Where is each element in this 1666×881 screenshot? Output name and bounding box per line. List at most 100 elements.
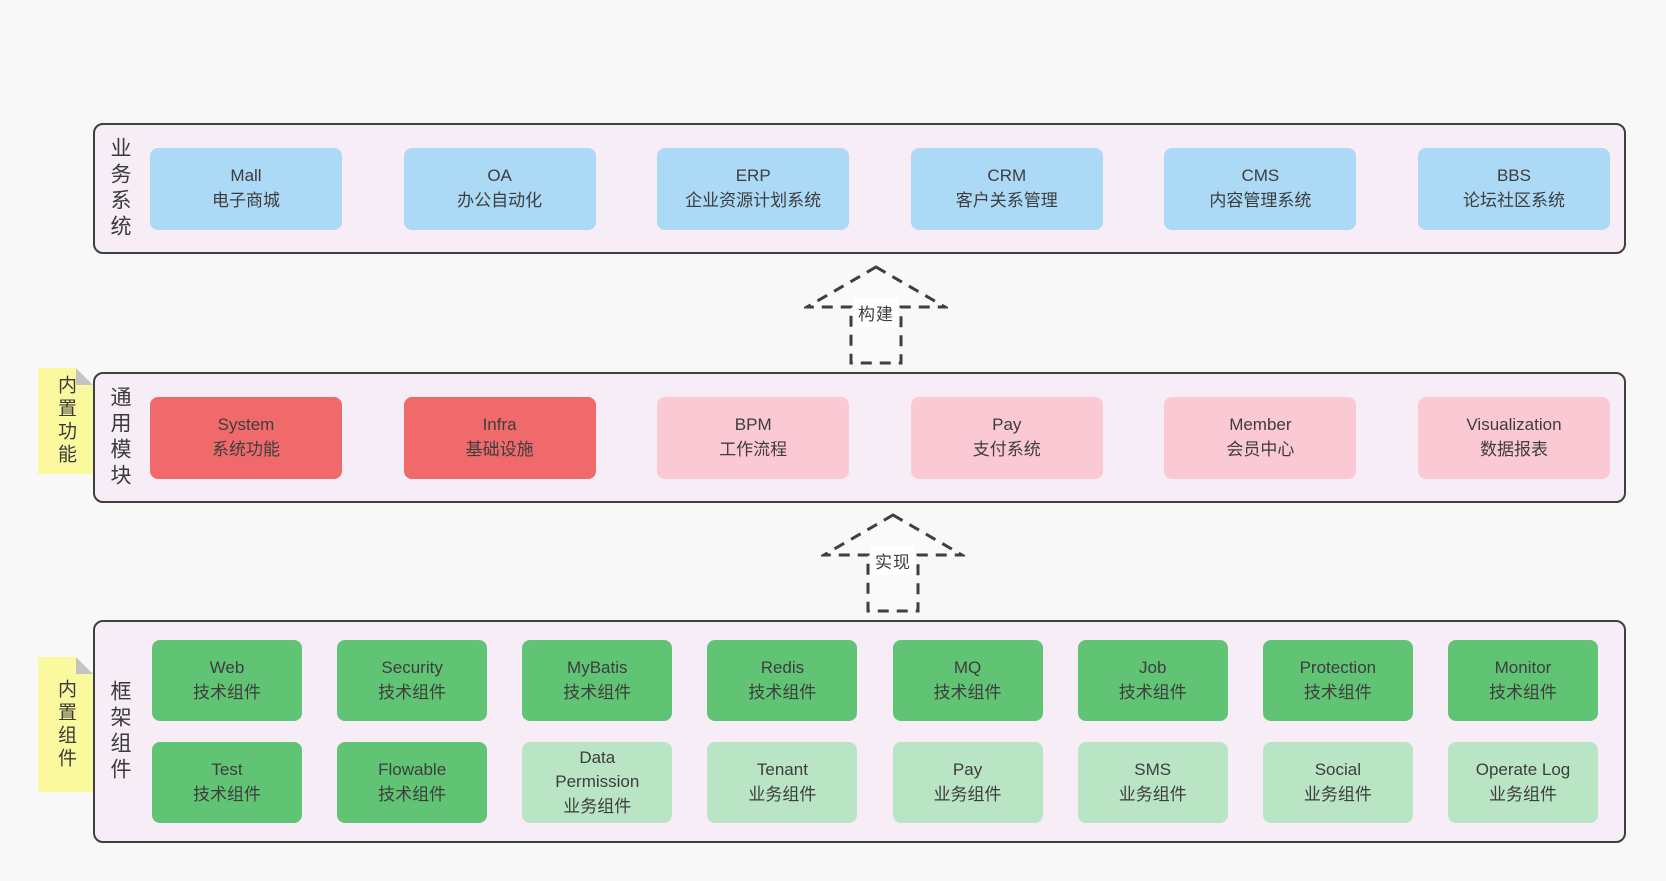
module-box-desc: 业务组件 bbox=[1488, 784, 1557, 804]
module-box-name: Social bbox=[1314, 760, 1361, 780]
sticky-note-built-in-components: 内置组件 bbox=[38, 657, 93, 792]
module-box-mq: MQ 技术组件 bbox=[892, 640, 1043, 721]
module-box-name: Redis bbox=[760, 658, 805, 678]
module-box-name: SMS bbox=[1134, 760, 1172, 780]
module-box-visualization: Visualization 数据报表 bbox=[1417, 396, 1610, 479]
module-box-desc: 业务组件 bbox=[748, 784, 817, 804]
module-box-desc: 技术组件 bbox=[1488, 682, 1557, 702]
module-box-desc: 技术组件 bbox=[1303, 682, 1372, 702]
module-box-name: Visualization bbox=[1466, 415, 1562, 435]
module-box-name: Infra bbox=[482, 415, 517, 435]
band-label-common-modules: 通用模块 bbox=[108, 385, 131, 490]
module-box-security: Security 技术组件 bbox=[337, 640, 488, 721]
module-box-name: Security bbox=[381, 658, 443, 678]
module-box-name: ERP bbox=[735, 166, 771, 186]
module-box-desc: 支付系统 bbox=[972, 439, 1041, 459]
module-box-name: Pay bbox=[992, 415, 1022, 435]
module-box-cms: CMS 内容管理系统 bbox=[1164, 147, 1357, 230]
module-box-name: Data Permission bbox=[555, 748, 640, 792]
module-box-desc: 工作流程 bbox=[719, 439, 788, 459]
module-box-name: BPM bbox=[734, 415, 772, 435]
module-box-name: Member bbox=[1229, 415, 1292, 435]
module-box-desc: 业务组件 bbox=[933, 784, 1002, 804]
arrow-label-implement: 实现 bbox=[871, 546, 915, 575]
module-box-name: Flowable bbox=[378, 760, 447, 780]
module-box-mall: Mall 电子商城 bbox=[150, 147, 342, 230]
band-label-business-systems: 业务系统 bbox=[108, 136, 131, 241]
module-box-desc: 内容管理系统 bbox=[1209, 190, 1312, 210]
module-box-tenant: Tenant 业务组件 bbox=[707, 742, 858, 823]
module-box-name: Pay bbox=[952, 760, 983, 780]
module-box-oa: OA 办公自动化 bbox=[403, 147, 596, 230]
module-box-pay: Pay 业务组件 bbox=[892, 742, 1043, 823]
module-box-desc: 业务组件 bbox=[563, 796, 632, 816]
band-business-systems: 业务系统 Mall 电子商城 OA 办公自动化 ERP 企业资源计划系统 CRM 客户关系管理… bbox=[93, 123, 1626, 254]
module-box-name: Job bbox=[1138, 658, 1167, 678]
sticky-note-label: 内置组件 bbox=[55, 678, 76, 771]
module-box-pay: Pay 支付系统 bbox=[910, 396, 1103, 479]
module-box-name: CRM bbox=[987, 166, 1027, 186]
business-systems-box-row: Mall 电子商城 OA 办公自动化 ERP 企业资源计划系统 CRM 客户关系管理 CMS 内容… bbox=[150, 125, 1610, 252]
module-box-name: System bbox=[217, 415, 275, 435]
sticky-note-built-in-features: 内置功能 bbox=[38, 368, 93, 474]
module-box-name: Web bbox=[209, 658, 245, 678]
module-box-web: Web 技术组件 bbox=[152, 640, 302, 721]
module-box-monitor: Monitor 技术组件 bbox=[1447, 640, 1598, 721]
implement-arrow-up-icon: 实现 bbox=[821, 512, 965, 614]
module-box-desc: 技术组件 bbox=[1118, 682, 1187, 702]
module-box-name: Monitor bbox=[1494, 658, 1552, 678]
module-box-erp: ERP 企业资源计划系统 bbox=[657, 147, 850, 230]
module-box-system: System 系统功能 bbox=[150, 396, 342, 479]
module-box-bbs: BBS 论坛社区系统 bbox=[1417, 147, 1610, 230]
sticky-note-label: 内置功能 bbox=[55, 375, 76, 467]
module-box-member: Member 会员中心 bbox=[1164, 396, 1357, 479]
module-box-mybatis: MyBatis 技术组件 bbox=[522, 640, 673, 721]
module-box-protection: Protection 技术组件 bbox=[1262, 640, 1413, 721]
module-box-desc: 客户关系管理 bbox=[955, 190, 1058, 210]
module-box-sms: SMS 业务组件 bbox=[1077, 742, 1228, 823]
module-box-desc: 技术组件 bbox=[193, 784, 261, 804]
module-box-name: BBS bbox=[1496, 166, 1531, 186]
module-box-redis: Redis 技术组件 bbox=[707, 640, 858, 721]
module-box-desc: 业务组件 bbox=[1118, 784, 1187, 804]
module-box-name: OA bbox=[487, 166, 512, 186]
module-box-name: MyBatis bbox=[567, 658, 628, 678]
band-label-framework-components: 框架组件 bbox=[108, 679, 131, 784]
module-box-desc: 办公自动化 bbox=[457, 190, 543, 210]
module-box-name: MQ bbox=[953, 658, 982, 678]
module-box-desc: 业务组件 bbox=[1303, 784, 1372, 804]
module-box-desc: 技术组件 bbox=[378, 682, 447, 702]
module-box-name: Protection bbox=[1299, 658, 1377, 678]
module-box-social: Social 业务组件 bbox=[1262, 742, 1413, 823]
module-box-desc: 会员中心 bbox=[1226, 439, 1295, 459]
module-box-name: Mall bbox=[230, 166, 262, 186]
arrow-label-build: 构建 bbox=[854, 298, 898, 327]
module-box-desc: 电子商城 bbox=[212, 190, 280, 210]
build-arrow-up-icon: 构建 bbox=[804, 264, 948, 366]
module-box-desc: 数据报表 bbox=[1479, 439, 1548, 459]
module-box-data-permission: Data Permission 业务组件 bbox=[522, 742, 673, 823]
module-box-name: Test bbox=[211, 760, 243, 780]
module-box-desc: 系统功能 bbox=[212, 439, 280, 459]
module-box-crm: CRM 客户关系管理 bbox=[910, 147, 1103, 230]
module-box-job: Job 技术组件 bbox=[1077, 640, 1228, 721]
module-box-name: Tenant bbox=[756, 760, 808, 780]
module-box-desc: 技术组件 bbox=[563, 682, 632, 702]
module-box-desc: 技术组件 bbox=[193, 682, 261, 702]
module-box-desc: 企业资源计划系统 bbox=[685, 190, 822, 210]
module-box-desc: 论坛社区系统 bbox=[1462, 190, 1565, 210]
module-box-test: Test 技术组件 bbox=[152, 742, 302, 823]
module-box-name: CMS bbox=[1241, 166, 1280, 186]
module-box-desc: 技术组件 bbox=[933, 682, 1002, 702]
module-box-desc: 技术组件 bbox=[748, 682, 817, 702]
